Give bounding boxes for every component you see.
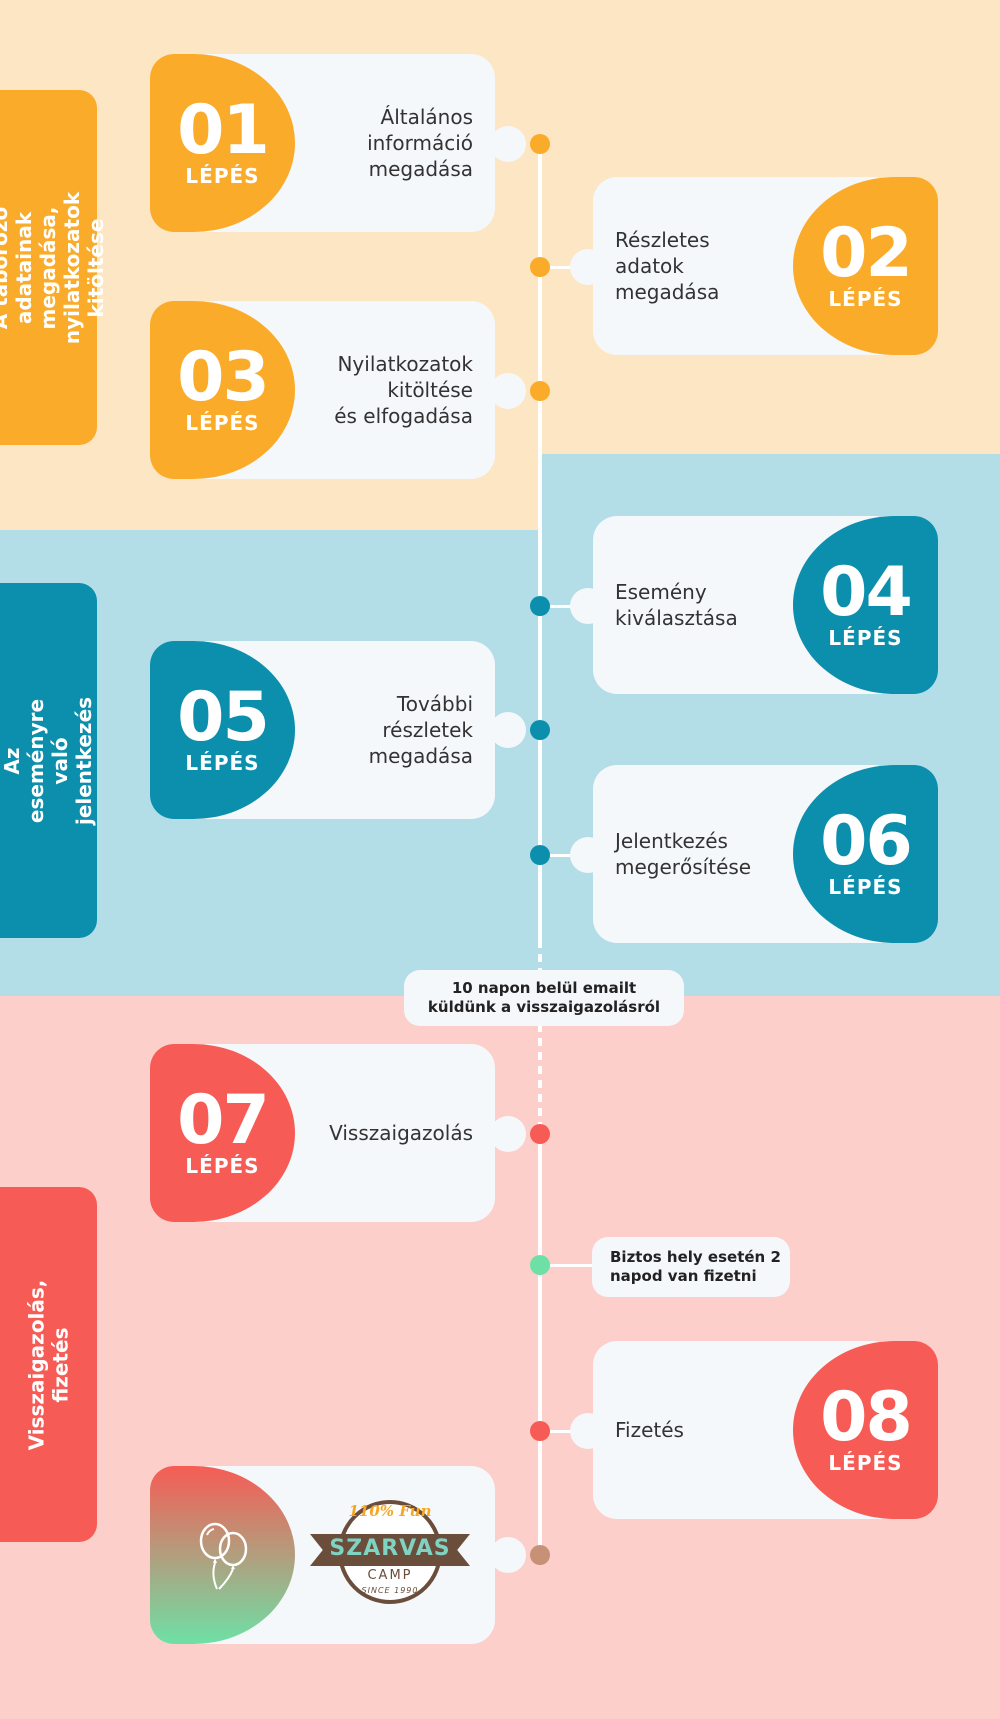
card-nub [490,1537,526,1573]
section-tab-confirmation: Visszaigazolás, fizetés [0,1187,97,1542]
final-card: 110% Fun SZARVAS CAMP SINCE 1990 [150,1466,495,1644]
step-word: LÉPÉS [185,164,260,188]
step-card-02: 02 LÉPÉS Részletes adatok megadása [593,177,938,355]
timeline-line-bottom [538,1135,542,1555]
logo-name: SZARVAS [329,1536,451,1561]
step-word: LÉPÉS [828,626,903,650]
card-nub [490,126,526,162]
step-label: Jelentkezés megerősítése [615,829,752,879]
timeline-dot [530,381,550,401]
note-email-confirmation: 10 napon belül emailt küldünk a visszaig… [404,970,684,1026]
step-label: További részletek megadása [368,692,473,768]
logo-ribbon [310,1534,470,1566]
step-number: 04 [820,553,913,632]
step-badge: 05 LÉPÉS [150,641,295,819]
step-word: LÉPÉS [828,287,903,311]
step-label: Nyilatkozatok kitöltése és elfogadása [334,352,473,428]
step-number: 05 [177,678,270,757]
logo-sub: CAMP [367,1568,413,1583]
step-card-06: 06 LÉPÉS Jelentkezés megerősítése [593,765,938,943]
timeline-dot [530,257,550,277]
step-label: Visszaigazolás [329,1121,473,1145]
step-label: Esemény kiválasztása [615,580,738,630]
step-card-04: 04 LÉPÉS Esemény kiválasztása [593,516,938,694]
step-label: Általános információ megadása [367,105,473,181]
step-number: 01 [177,91,270,170]
step-card-05: 05 LÉPÉS További részletek megadása [150,641,495,819]
timeline-dot [530,596,550,616]
section-tab-data: A táborozó adatainak megadása, nyilatkoz… [0,90,109,445]
step-number: 07 [177,1081,270,1160]
step-badge: 06 LÉPÉS [793,765,938,943]
connector [550,266,580,269]
logo-tagline: 110% Fun [348,1502,432,1520]
step-card-01: 01 LÉPÉS Általános információ megadása [150,54,495,232]
step-badge: 03 LÉPÉS [150,301,295,479]
step-badge: 07 LÉPÉS [150,1044,295,1222]
step-number: 02 [820,214,913,293]
timeline-line-top [538,140,542,940]
timeline-dot [530,720,550,740]
connector [550,1430,580,1433]
step-number: 08 [820,1378,913,1457]
card-nub [490,1116,526,1152]
camp-logo: 110% Fun SZARVAS CAMP SINCE 1990 [310,1490,470,1620]
card-nub [490,712,526,748]
connector [550,854,580,857]
section-tab-label: A táborozó adatainak megadása, nyilatkoz… [0,191,109,344]
step-badge: 02 LÉPÉS [793,177,938,355]
logo-since: SINCE 1990 [361,1586,419,1595]
card-nub [490,373,526,409]
step-word: LÉPÉS [185,411,260,435]
timeline-dot [530,134,550,154]
step-word: LÉPÉS [828,1451,903,1475]
step-card-07: 07 LÉPÉS Visszaigazolás [150,1044,495,1222]
step-badge: 04 LÉPÉS [793,516,938,694]
step-badge: 08 LÉPÉS [793,1341,938,1519]
connector [550,605,580,608]
step-card-08: 08 LÉPÉS Fizetés [593,1341,938,1519]
step-label: Fizetés [615,1418,684,1442]
step-label: Részletes adatok megadása [615,228,720,304]
step-word: LÉPÉS [828,875,903,899]
timeline-dot [530,1255,550,1275]
connector [550,1264,595,1267]
step-card-03: 03 LÉPÉS Nyilatkozatok kitöltése és elfo… [150,301,495,479]
timeline-dot [530,1124,550,1144]
step-badge: 01 LÉPÉS [150,54,295,232]
timeline-dot [530,1545,550,1565]
step-number: 06 [820,802,913,881]
note-payment-deadline: Biztos hely esetén 2 napod van fizetni [592,1237,790,1297]
timeline-dot [530,845,550,865]
timeline-line-dashed [538,940,542,1135]
final-badge [150,1466,295,1644]
section-tab-registration: Az eseményre való jelentkezés [0,583,97,938]
step-number: 03 [177,338,270,417]
section-tab-label: Visszaigazolás, fizetés [24,1279,73,1450]
balloons-icon [199,1522,247,1590]
step-word: LÉPÉS [185,1154,260,1178]
step-word: LÉPÉS [185,751,260,775]
timeline-dot [530,1421,550,1441]
section-tab-label: Az eseményre való jelentkezés [0,696,97,825]
